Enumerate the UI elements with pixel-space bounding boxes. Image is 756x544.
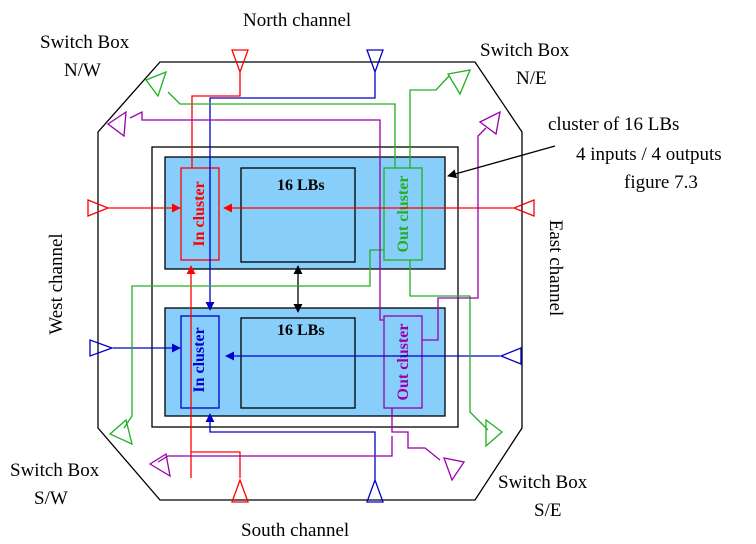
bottom-cluster: [164, 307, 446, 417]
switch-box-sw-line1: Switch Box: [10, 460, 100, 481]
east-channel-label: East channel: [545, 220, 566, 317]
top-in-cluster-box: [180, 167, 220, 261]
bottom-lbs-block: [240, 317, 356, 409]
annotation-line2: 4 inputs / 4 outputs: [576, 144, 722, 165]
north-blue-triangle: [366, 49, 384, 74]
annotation-line1: cluster of 16 LBs: [548, 114, 679, 135]
bottom-out-cluster-box: [383, 315, 423, 409]
south-channel-label: South channel: [241, 520, 349, 541]
switch-box-nw-line1: Switch Box: [40, 32, 130, 53]
annotation-line3: figure 7.3: [624, 172, 698, 193]
west-red-triangle: [87, 199, 110, 217]
cluster-container: [151, 146, 459, 428]
se-purple-triangle: [442, 457, 466, 482]
east-red-triangle: [512, 199, 535, 217]
sw-purple-triangle: [148, 452, 171, 478]
switch-box-sw-line2: S/W: [34, 488, 68, 509]
bottom-in-cluster-label: In cluster: [191, 327, 208, 392]
south-blue-triangle: [366, 478, 384, 503]
bottom-out-cluster-label: Out cluster: [395, 324, 412, 401]
west-blue-triangle: [89, 339, 114, 357]
west-channel-label: West channel: [46, 233, 67, 334]
north-red-triangle: [231, 49, 249, 74]
top-in-cluster-label: In cluster: [191, 181, 208, 246]
se-green-triangle: [485, 418, 504, 448]
switch-box-se-line1: Switch Box: [498, 472, 588, 493]
bottom-lbs-label: 16 LBs: [277, 322, 325, 339]
top-lbs-block: [240, 167, 356, 263]
sw-green-triangle: [108, 418, 133, 446]
switch-box-nw-line2: N/W: [64, 60, 101, 81]
top-out-cluster-label: Out cluster: [395, 176, 412, 253]
north-channel-label: North channel: [243, 10, 351, 31]
red-routing: [108, 72, 513, 478]
fabric-outline: [97, 61, 523, 501]
east-blue-triangle: [499, 347, 522, 365]
switch-box-se-line2: S/E: [534, 500, 561, 521]
top-cluster: [164, 156, 446, 270]
south-red-triangle: [231, 478, 249, 503]
switch-box-ne-line1: Switch Box: [480, 40, 570, 61]
green-routing: [123, 75, 489, 431]
annotation-arrow: [447, 145, 556, 179]
nw-purple-triangle: [106, 110, 127, 138]
bottom-in-cluster-box: [180, 315, 220, 409]
ne-green-triangle: [446, 69, 472, 96]
blue-routing: [113, 72, 500, 480]
switch-box-ne-line2: N/E: [516, 68, 547, 89]
top-out-cluster-box: [383, 167, 423, 261]
ne-purple-triangle: [478, 110, 501, 136]
nw-green-triangle: [144, 70, 168, 98]
purple-routing: [129, 110, 487, 463]
top-lbs-label: 16 LBs: [277, 177, 325, 194]
